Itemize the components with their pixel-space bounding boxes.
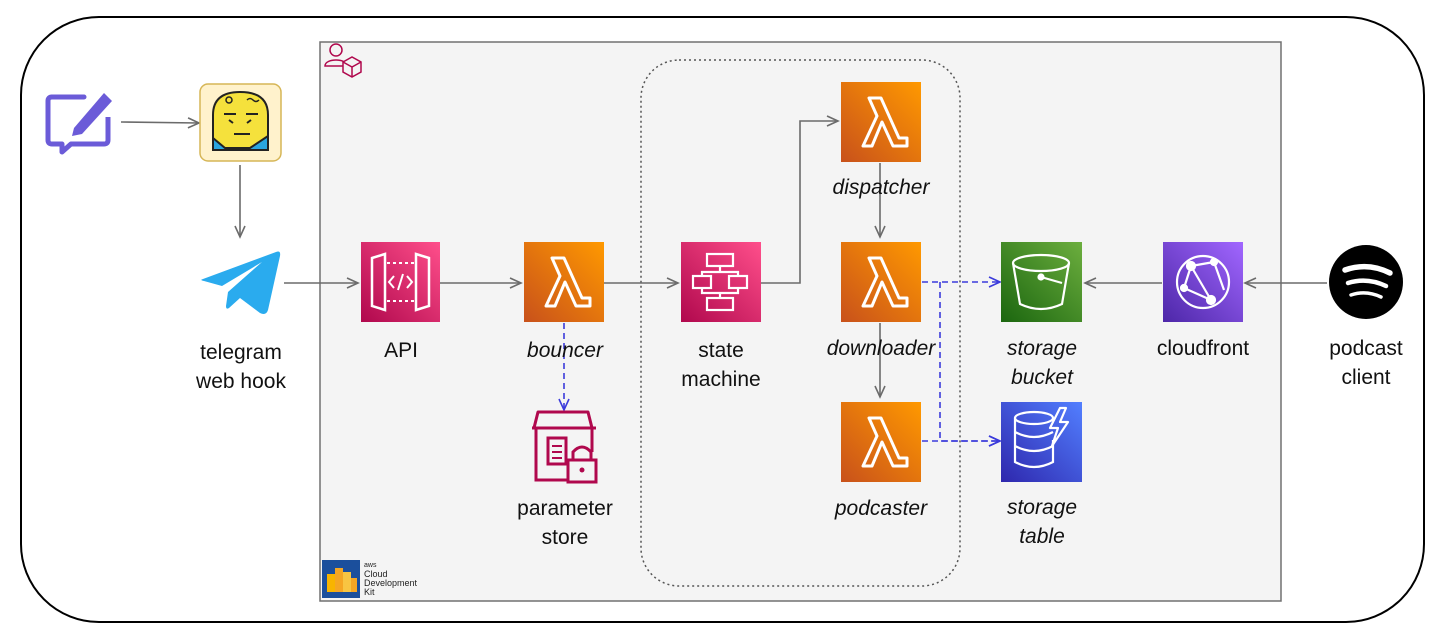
telegram-label-line1: telegram xyxy=(200,341,282,364)
chat-edit-icon xyxy=(45,93,112,155)
cdk-logo-icon xyxy=(322,560,360,598)
edge-downloader-to-table xyxy=(939,282,1002,447)
storage-bucket-label: storage bucket xyxy=(990,334,1094,392)
api-gateway-icon xyxy=(361,242,440,322)
storage-table-label: storage table xyxy=(990,493,1094,551)
telegram-label-line2: web hook xyxy=(196,370,286,393)
parameter-store-icon xyxy=(532,410,598,484)
edge-state-machine-to-dispatcher xyxy=(761,115,840,284)
state-machine-label-line2: machine xyxy=(681,368,761,391)
lambda-dispatcher-icon xyxy=(841,82,921,162)
storage-table-label-line2: table xyxy=(1019,525,1065,548)
dynamodb-table-icon xyxy=(1001,402,1082,482)
podcast-client-label-line1: podcast xyxy=(1329,337,1403,360)
storage-bucket-label-line2: bucket xyxy=(1011,366,1073,389)
edges xyxy=(120,115,1327,399)
cdk-logo-aws: aws xyxy=(364,562,377,569)
cdk-logo-line4: Kit xyxy=(364,587,375,597)
dashed-edges xyxy=(558,276,1002,447)
cdk-logo-line3: Development xyxy=(364,578,418,588)
dispatcher-label: dispatcher xyxy=(832,176,930,199)
spotify-icon xyxy=(1329,245,1403,319)
telegram-icon xyxy=(201,251,281,314)
lambda-podcaster-icon xyxy=(841,402,921,482)
lambda-bouncer-icon xyxy=(524,242,604,322)
bot-face-icon xyxy=(199,83,282,162)
state-machine-group xyxy=(640,59,961,587)
podcaster-label: podcaster xyxy=(834,497,928,520)
storage-bucket-label-line1: storage xyxy=(1006,337,1078,360)
downloader-label: downloader xyxy=(826,337,936,360)
podcast-client-label-line2: client xyxy=(1341,366,1391,389)
cloudfront-icon xyxy=(1163,242,1243,322)
api-label: API xyxy=(384,339,418,362)
storage-table-label-line1: storage xyxy=(1006,496,1078,519)
parameter-store-label-line1: parameter xyxy=(517,497,613,520)
cloudfront-label: cloudfront xyxy=(1156,337,1250,360)
parameter-store-label-line2: store xyxy=(541,526,589,549)
account-icon xyxy=(324,43,362,78)
state-machine-label-line1: state xyxy=(698,339,744,362)
telegram-label: telegram web hook xyxy=(184,338,298,396)
s3-bucket-icon xyxy=(1001,242,1082,322)
podcast-client-label: podcast client xyxy=(1310,334,1422,392)
cdk-logo-line2: Cloud xyxy=(364,569,388,579)
step-functions-icon xyxy=(681,242,761,322)
state-machine-label: state machine xyxy=(670,336,772,394)
edge-chat-to-bot xyxy=(120,117,201,129)
lambda-downloader-icon xyxy=(841,242,921,322)
bouncer-label: bouncer xyxy=(527,339,603,362)
parameter-store-label: parameter store xyxy=(500,494,630,552)
